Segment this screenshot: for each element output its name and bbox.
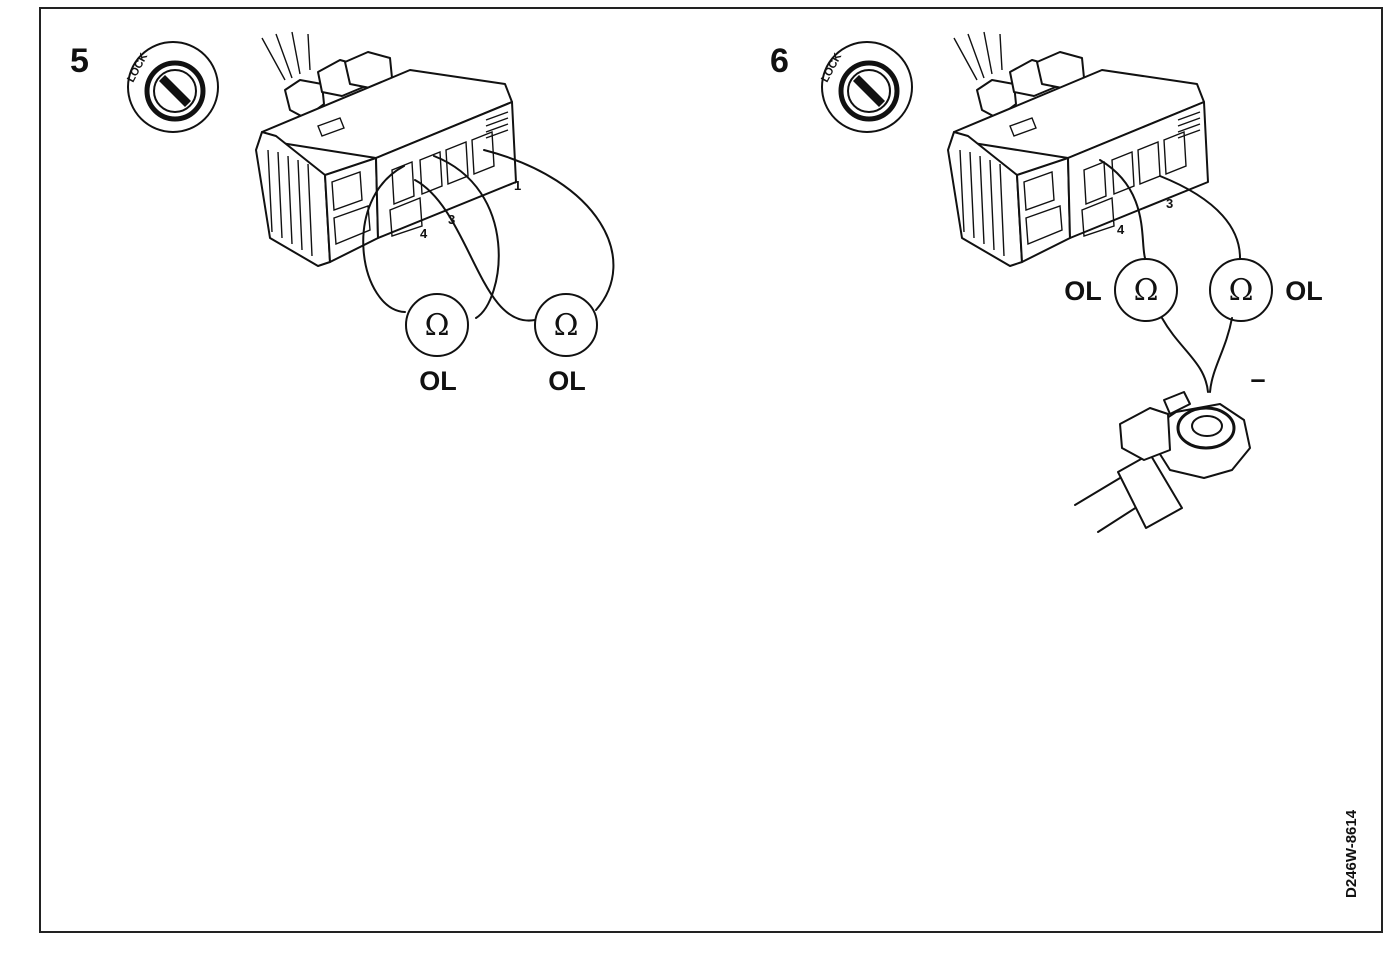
ohm-symbol: Ω	[1229, 273, 1254, 308]
test-lead	[1159, 175, 1241, 259]
test-lead	[1209, 317, 1233, 393]
ground-sign: –	[1250, 364, 1265, 394]
step-number-6: 6	[770, 42, 789, 80]
pin-label-4: 4	[1117, 222, 1125, 237]
pin-label-3: 3	[1166, 196, 1173, 211]
pin-label-4: 4	[420, 226, 428, 241]
ohmmeter-2: Ω	[534, 293, 598, 357]
connector-illustration	[255, 31, 517, 267]
ohmmeter-1: Ω	[1114, 258, 1178, 322]
ohmmeter-1: Ω	[405, 293, 469, 357]
pin-label-1: 1	[514, 178, 521, 193]
panel-step-6: 6 LOCK 4 3 Ω Ω OL OL –	[770, 31, 1323, 533]
ignition-lock-icon: LOCK	[125, 42, 218, 132]
ohm-symbol: Ω	[425, 308, 450, 343]
figure-code: D246W-8614	[1343, 809, 1360, 898]
test-lead	[483, 149, 615, 311]
meter-reading-1: OL	[1064, 276, 1102, 306]
test-lead	[1099, 159, 1146, 259]
meter-reading-2: OL	[1285, 276, 1323, 306]
ohm-symbol: Ω	[554, 308, 579, 343]
ignition-lock-icon: LOCK	[819, 42, 912, 132]
figure-frame	[39, 7, 1383, 933]
ground-terminal	[1074, 391, 1251, 533]
test-lead	[362, 165, 406, 313]
panel-step-5: 5 LOCK 4 3 1 Ω Ω OL OL	[70, 31, 615, 396]
meter-reading-1: OL	[419, 366, 457, 396]
step-number-5: 5	[70, 42, 89, 80]
test-lead	[433, 155, 500, 319]
meter-reading-2: OL	[548, 366, 586, 396]
ohmmeter-2: Ω	[1209, 258, 1273, 322]
test-lead	[414, 179, 536, 322]
ohm-symbol: Ω	[1134, 273, 1159, 308]
connector-illustration	[947, 31, 1209, 267]
test-lead	[1161, 317, 1209, 393]
